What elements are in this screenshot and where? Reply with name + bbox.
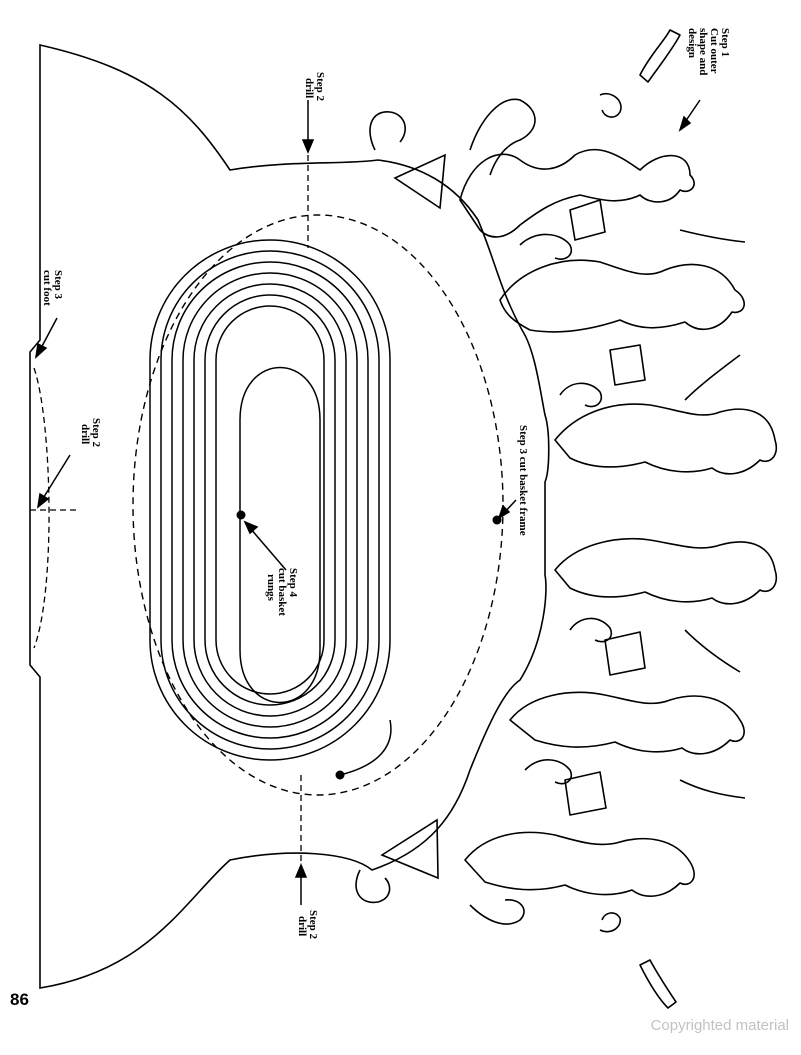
vase-outline [29, 43, 550, 989]
foot-cut-line [33, 367, 50, 649]
basket-frame-dashed [132, 214, 504, 796]
drill-hole-rung-end [335, 770, 345, 780]
label-step1: Step 1 Cut outer shape and design [686, 28, 731, 78]
triangle-bottom [380, 818, 439, 880]
leader-arrows [34, 99, 701, 905]
label-step3-foot: Step 3 cut foot [41, 270, 64, 306]
basket-rungs [149, 239, 392, 776]
label-step3-frame: Step 3 cut basket frame [517, 425, 529, 536]
page-number: 86 [10, 990, 29, 1009]
drill-hole-center [236, 510, 246, 520]
copyright-watermark: Copyrighted material [650, 1017, 789, 1034]
triangle-top [393, 153, 446, 210]
musician-figures [355, 29, 778, 1009]
label-step4: Step 4 cut basket rungs [265, 568, 299, 619]
label-step2-bottom: Step 2 drill [296, 910, 319, 942]
label-step2-left: Step 2 drill [79, 418, 102, 450]
label-step2-top: Step 2 drill [303, 72, 326, 104]
